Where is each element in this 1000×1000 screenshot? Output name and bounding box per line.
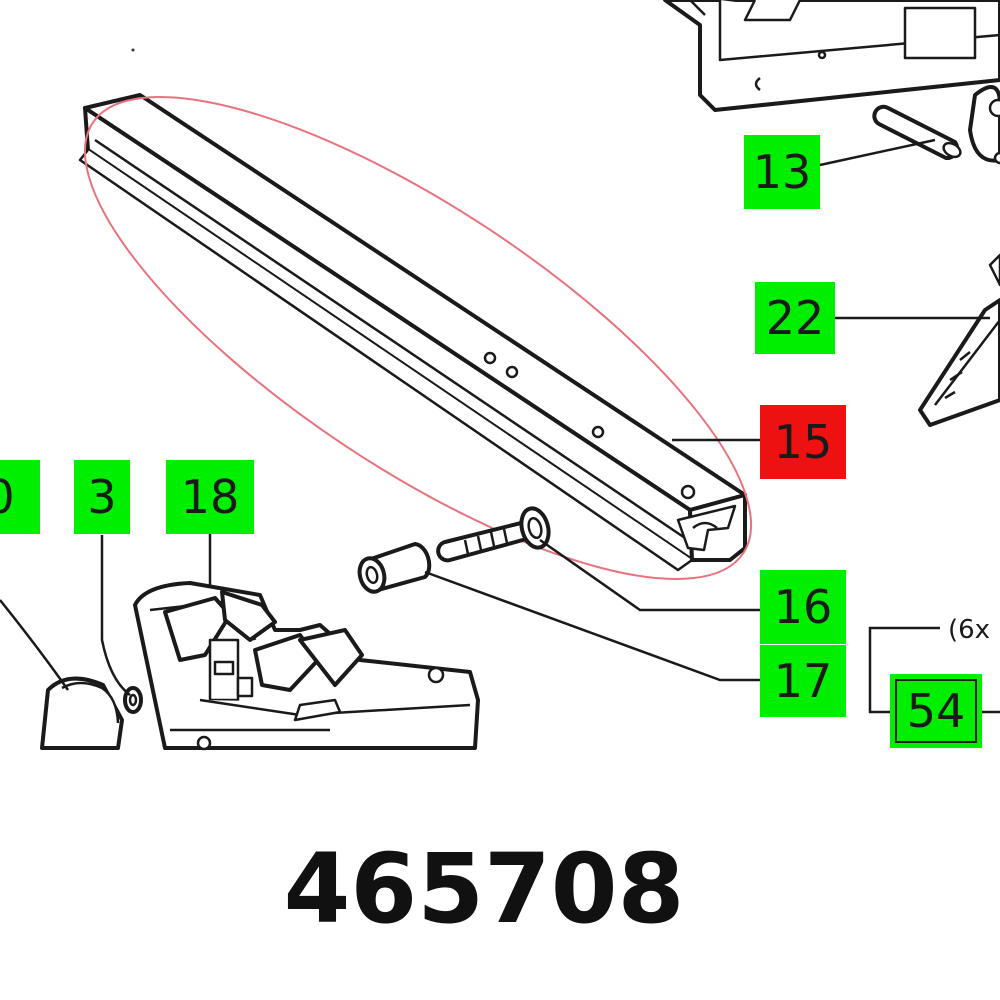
knob-part [40,676,124,750]
callout-label: 16 [774,580,833,634]
highlight-ellipse [83,95,753,581]
callout-box [755,282,835,354]
bottom-left-assembly [133,581,480,751]
callout-label: 18 [181,470,240,524]
callout-label: 3 [87,470,116,524]
quantity-note: (6x [948,615,990,645]
callout-label: 13 [753,145,812,199]
stray-dot [131,48,135,52]
callout-16[interactable]: 16 [760,570,846,644]
callout-label: 0 [0,470,15,524]
sleeve-part-17 [357,542,432,594]
callout-label: 15 [774,415,833,469]
callout-box [760,570,846,644]
part-22-shape [918,253,1000,427]
pin-part-13 [872,104,962,161]
callout-0[interactable]: 0 [0,460,40,534]
leader-lines [0,138,1000,714]
callout-15[interactable]: 15 [760,405,846,479]
screw-part-16 [436,506,551,563]
callout-box [890,674,982,748]
callout-inner-border [895,679,977,743]
callout-label: 54 [907,684,966,738]
top-right-bracket [663,0,1000,165]
part-number: 465708 [284,833,685,945]
callout-box [744,135,820,209]
callout-17[interactable]: 17 [760,645,846,717]
callout-54[interactable]: 54 [890,674,982,748]
callout-box [760,645,846,717]
callout-box [0,460,40,534]
callout-label: 17 [774,654,833,708]
callout-box [166,460,254,534]
callout-box [74,460,130,534]
callout-box [760,405,846,479]
callout-3[interactable]: 3 [74,460,130,534]
callout-label: 22 [766,291,825,345]
rail-part-15 [78,93,747,572]
callout-22[interactable]: 22 [755,282,835,354]
callout-18[interactable]: 18 [166,460,254,534]
callout-13[interactable]: 13 [744,135,820,209]
